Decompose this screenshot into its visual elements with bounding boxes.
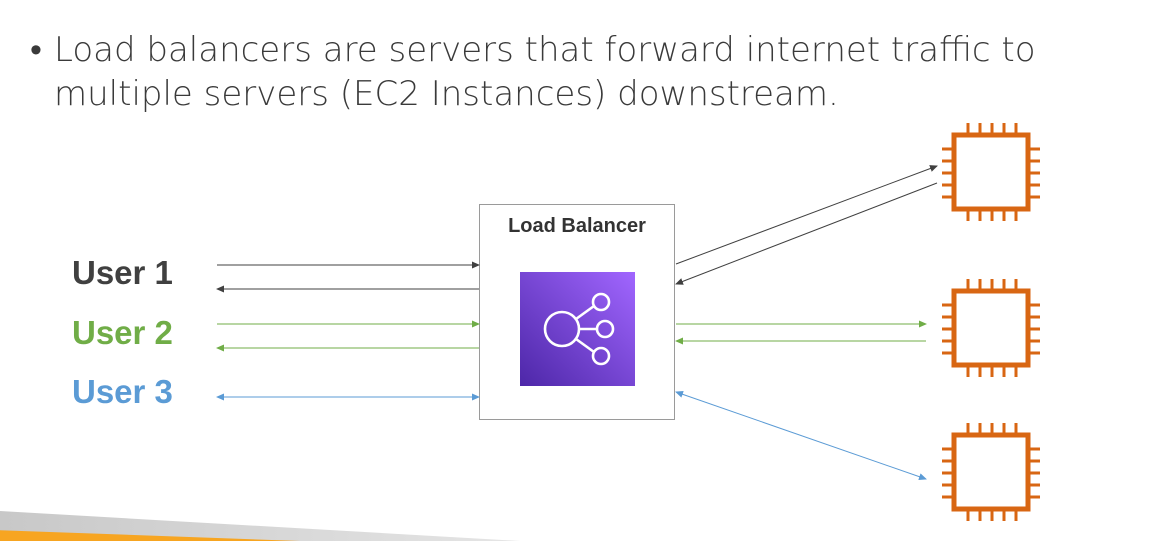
load-balancer-box: Load Balancer — [479, 204, 675, 420]
lb-to-instance-1-arrow — [675, 165, 938, 265]
bullet-dot: • — [30, 30, 42, 70]
elastic-load-balancing-icon — [520, 272, 635, 386]
lb-instance-3-bidirectional-arrow — [675, 390, 927, 481]
ec2-instance-2-icon — [942, 279, 1040, 377]
user-3-label: User 3 — [72, 373, 173, 410]
instance-1-to-lb-arrow — [675, 182, 938, 285]
ec2-instance-1-icon — [942, 123, 1040, 221]
load-balancer-title: Load Balancer — [508, 215, 646, 237]
bullet-point: • Load balancers are servers that forwar… — [30, 28, 1140, 116]
user-1-label: User 1 — [72, 254, 173, 291]
bullet-text: Load balancers are servers that forward … — [54, 30, 1036, 114]
ec2-instance-3-icon — [942, 423, 1040, 521]
user-2-label: User 2 — [72, 314, 173, 351]
